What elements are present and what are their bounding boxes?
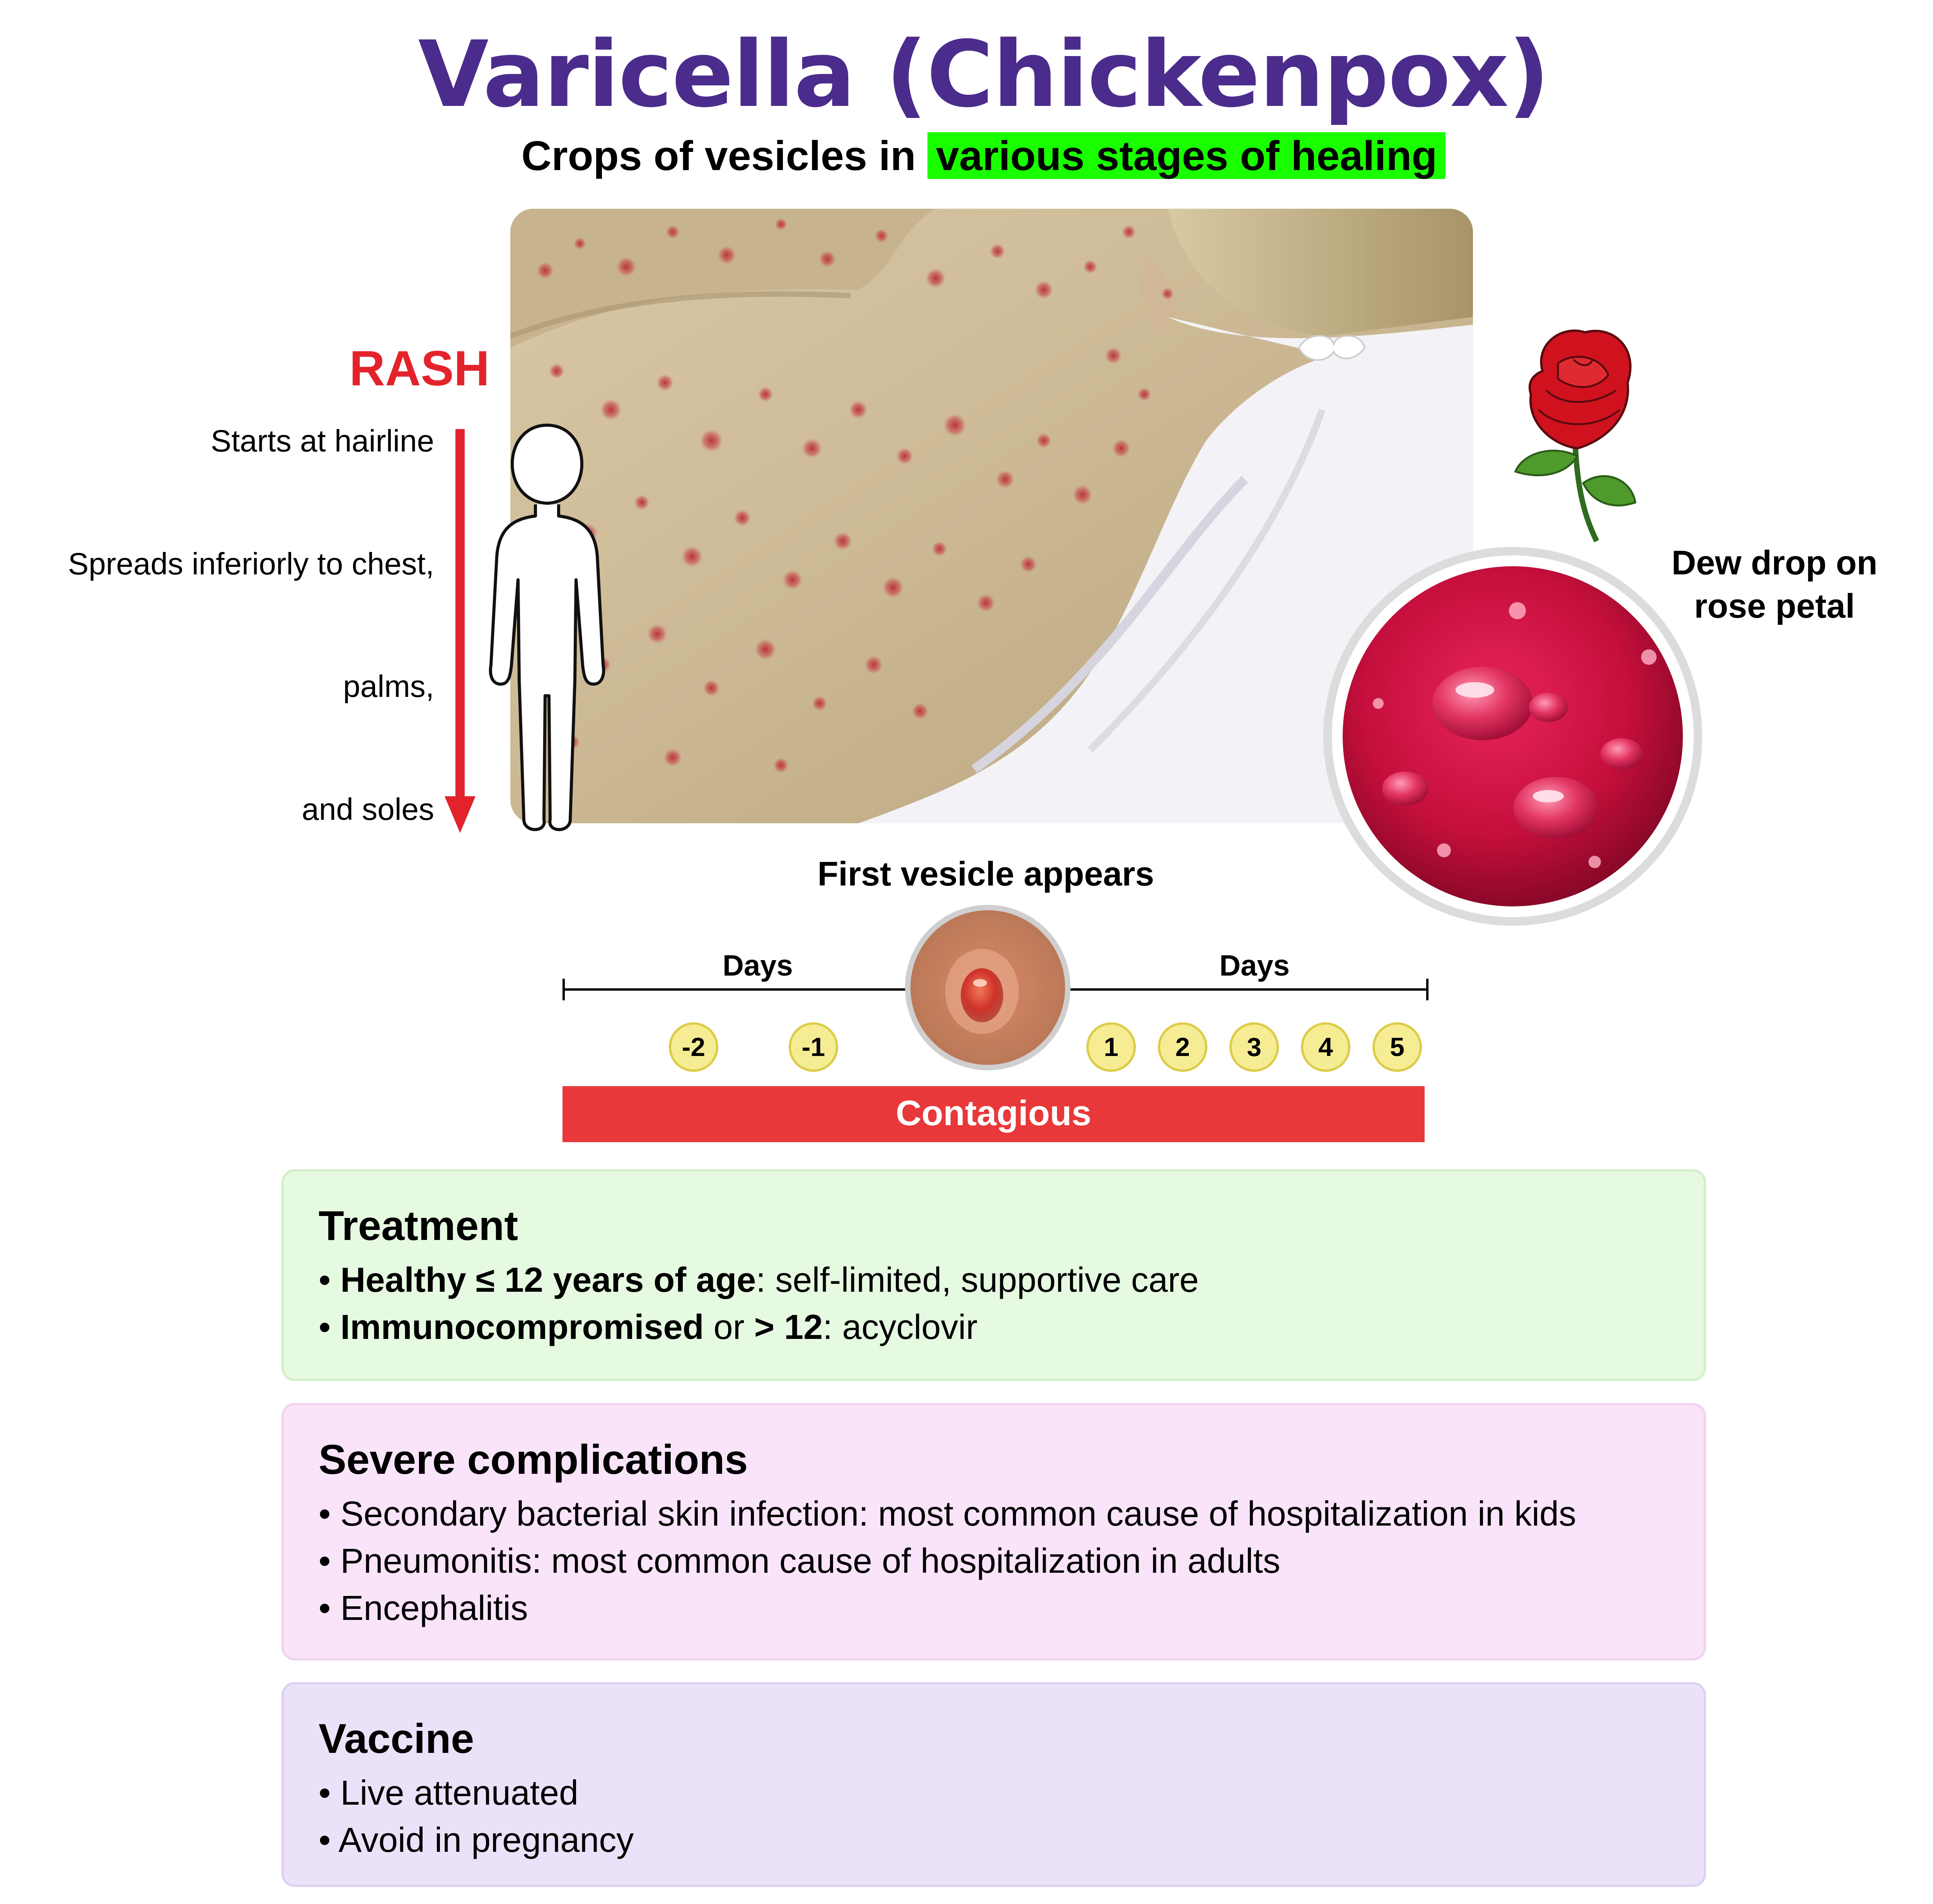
complication-item: • Encephalitis <box>319 1589 528 1628</box>
day-circle: 3 <box>1229 1022 1279 1072</box>
day-circle: -2 <box>669 1022 718 1072</box>
page-title: Varicella (Chickenpox) <box>418 21 1549 128</box>
subtitle: Crops of vesicles in various stages of h… <box>0 131 1933 180</box>
arrow-down-icon <box>445 429 476 833</box>
rash-photo <box>510 209 1473 823</box>
child-outline-icon <box>489 424 605 831</box>
days-label-before: Days <box>723 949 793 982</box>
day-circle: 2 <box>1158 1022 1207 1072</box>
day-circle: -1 <box>789 1022 838 1072</box>
rash-step-chest: Spreads inferiorly to chest, <box>68 547 434 581</box>
rose-icon <box>1514 329 1636 543</box>
rash-heading: RASH <box>349 341 490 396</box>
contagious-bar: Contagious <box>563 1086 1425 1142</box>
day-circle: 1 <box>1086 1022 1136 1072</box>
vesicle-closeup <box>905 905 1070 1070</box>
complications-heading: Severe complications <box>319 1436 748 1483</box>
rash-step-palms: palms, <box>343 669 434 703</box>
complication-item: • Secondary bacterial skin infection: mo… <box>319 1495 1577 1533</box>
dew-drop-label: Dew drop on rose petal <box>1671 543 1878 625</box>
complications-box: Severe complications • Secondary bacteri… <box>281 1403 1706 1660</box>
treatment-item: • Healthy ≤ 12 years of age: self-limite… <box>319 1261 1199 1299</box>
subtitle-highlight: various stages of healing <box>927 132 1446 179</box>
rash-step-soles: and soles <box>302 792 434 826</box>
first-vesicle-label: First vesicle appears <box>817 855 1154 893</box>
vaccine-item: • Live attenuated <box>319 1774 579 1812</box>
day-circle: 4 <box>1301 1022 1350 1072</box>
treatment-item: • Immunocompromised or > 12: acyclovir <box>319 1308 978 1347</box>
subtitle-prefix: Crops of vesicles in <box>521 132 927 179</box>
dew-drop-photo <box>1323 547 1702 926</box>
vaccine-item: • Avoid in pregnancy <box>319 1821 634 1860</box>
complication-item: • Pneumonitis: most common cause of hosp… <box>319 1542 1280 1580</box>
vaccine-box: Vaccine • Live attenuated • Avoid in pre… <box>281 1682 1706 1887</box>
treatment-box: Treatment • Healthy ≤ 12 years of age: s… <box>281 1169 1706 1381</box>
days-label-after: Days <box>1219 949 1290 982</box>
treatment-heading: Treatment <box>319 1202 518 1249</box>
day-circle: 5 <box>1372 1022 1422 1072</box>
rash-step-hairline: Starts at hairline <box>210 424 434 458</box>
vaccine-heading: Vaccine <box>319 1715 474 1762</box>
